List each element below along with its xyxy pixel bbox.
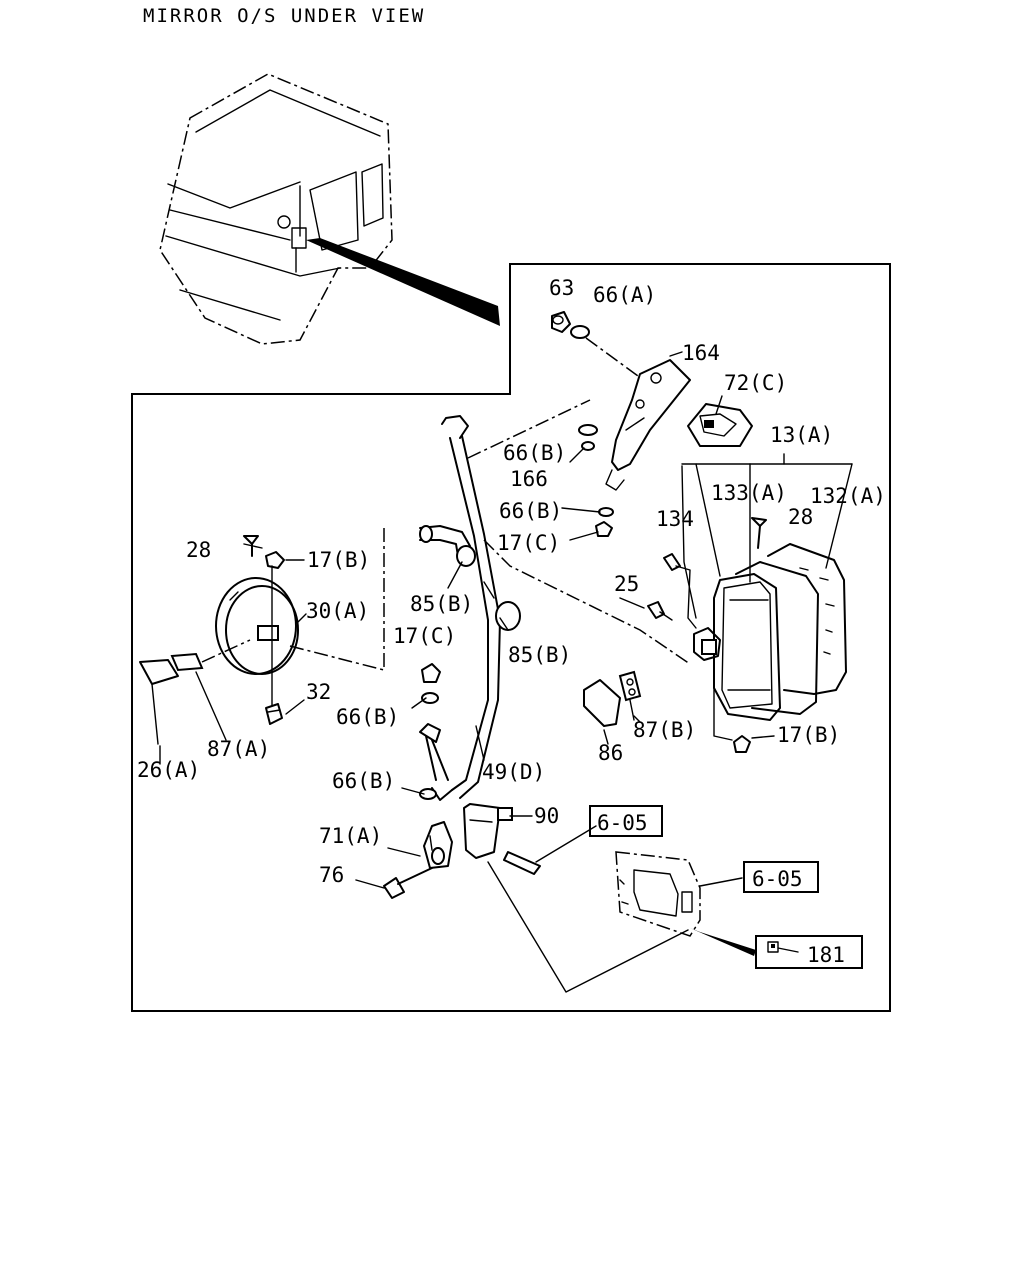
callout-90[interactable]: 90	[534, 804, 559, 828]
cab-overview	[159, 73, 500, 345]
callout-17c-2[interactable]: 17(C)	[393, 624, 456, 648]
callout-132a[interactable]: 132(A)	[810, 484, 886, 508]
callout-166[interactable]: 166	[510, 467, 548, 491]
callout-25[interactable]: 25	[614, 572, 639, 596]
washer-66b-1	[578, 424, 598, 436]
callout-17b-2[interactable]: 17(B)	[777, 723, 840, 747]
ref-box-6-05-a[interactable]	[589, 805, 663, 837]
bracket-164	[611, 359, 691, 471]
callout-49d[interactable]: 49(D)	[482, 760, 545, 784]
callout-87a[interactable]: 87(A)	[207, 737, 270, 761]
callout-66b-1[interactable]: 66(B)	[503, 441, 566, 465]
screw-28-right	[751, 517, 767, 549]
callout-63[interactable]: 63	[549, 276, 574, 300]
detail-frame	[131, 263, 891, 1012]
callout-66a[interactable]: 66(A)	[593, 283, 656, 307]
callout-164[interactable]: 164	[682, 341, 720, 365]
nut-17c-1	[595, 521, 613, 537]
nut-17b-2	[733, 735, 751, 753]
washer-66b-4	[419, 788, 437, 800]
callout-86[interactable]: 86	[598, 741, 623, 765]
callout-66b-2[interactable]: 66(B)	[499, 499, 562, 523]
bracket-71a	[423, 821, 453, 869]
ref-6-05-a[interactable]: 6-05	[597, 811, 648, 835]
nut-17b-1	[265, 551, 285, 569]
callout-87b[interactable]: 87(B)	[633, 718, 696, 742]
diagram-title: MIRROR O/S UNDER VIEW	[143, 5, 425, 27]
clip-181	[767, 941, 799, 953]
callout-66b-3[interactable]: 66(B)	[336, 705, 399, 729]
nut-63	[551, 311, 571, 333]
callout-85b-1[interactable]: 85(B)	[410, 592, 473, 616]
bolt-76	[383, 867, 433, 899]
washer-66b-3	[421, 692, 439, 704]
callout-17b-1[interactable]: 17(B)	[307, 548, 370, 572]
callout-28-right[interactable]: 28	[788, 505, 813, 529]
ref-box-6-05-b[interactable]	[743, 861, 819, 893]
leader-lines	[159, 351, 775, 889]
callout-76[interactable]: 76	[319, 863, 344, 887]
bracket-90	[463, 803, 541, 875]
side-panel-6-05	[615, 851, 756, 956]
cap-85b-1	[456, 545, 476, 567]
washer-66a	[570, 325, 590, 339]
bracket-87b	[618, 670, 642, 721]
bolt-25	[647, 601, 673, 621]
cover-86	[583, 679, 621, 745]
callout-labels: 63 66(A) 164 72(C) 13(A) 66(B) 166 133(A…	[137, 276, 886, 967]
callout-181[interactable]: 181	[807, 943, 845, 967]
callout-71a[interactable]: 71(A)	[319, 824, 382, 848]
callout-133a[interactable]: 133(A)	[711, 481, 787, 505]
callout-85b-2[interactable]: 85(B)	[508, 643, 571, 667]
callout-17c-1[interactable]: 17(C)	[497, 531, 560, 555]
cap-85b-2	[483, 581, 521, 631]
nut-17c-2	[421, 663, 441, 683]
callout-13a[interactable]: 13(A)	[770, 423, 833, 447]
callout-72c[interactable]: 72(C)	[724, 371, 787, 395]
ref-6-05-b[interactable]: 6-05	[752, 867, 803, 891]
screw-134	[663, 553, 697, 629]
screw-32	[265, 703, 283, 725]
callout-30a[interactable]: 30(A)	[306, 599, 369, 623]
bush-166	[581, 441, 595, 451]
callout-28-left[interactable]: 28	[186, 538, 211, 562]
cover-26a	[139, 659, 179, 745]
bracket-87a	[170, 639, 251, 741]
washer-66b-2	[598, 507, 614, 517]
callout-26a[interactable]: 26(A)	[137, 758, 200, 782]
ref-box-181[interactable]	[755, 935, 863, 969]
callout-32[interactable]: 32	[306, 680, 331, 704]
callout-134[interactable]: 134	[656, 507, 694, 531]
rect-mirror-13a	[693, 543, 847, 721]
mirror-stay-49d	[419, 415, 501, 801]
round-mirror-30a	[215, 565, 299, 707]
mirror-base-72c	[687, 403, 753, 447]
callout-66b-4[interactable]: 66(B)	[332, 769, 395, 793]
